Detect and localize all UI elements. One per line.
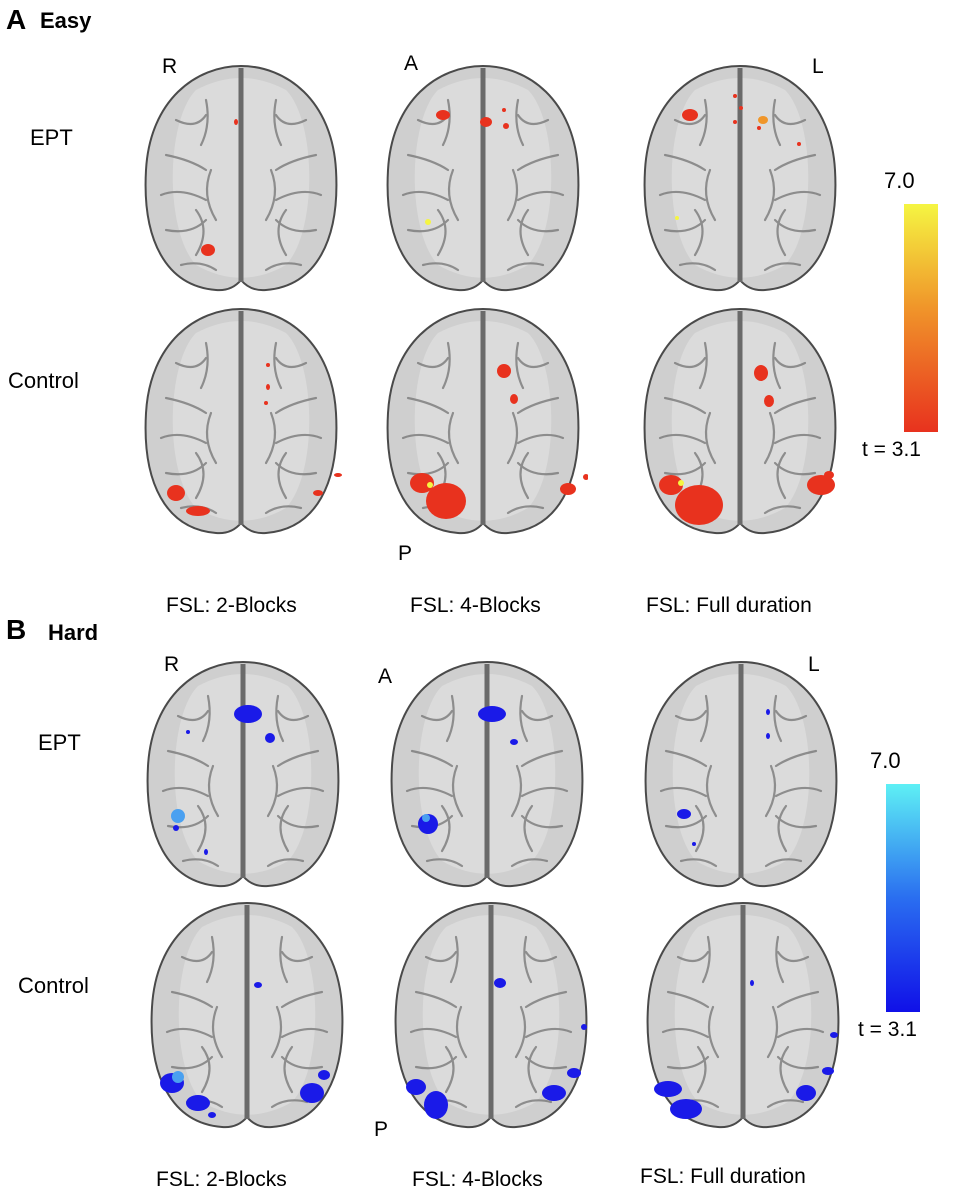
brain-slice-easy-ept-4blocks [378,60,588,295]
brain-slice-hard-control-2blocks [142,897,352,1132]
brain-slice-easy-control-2blocks [136,303,346,538]
orientation-right-b: R [164,653,180,676]
brain-slice-hard-control-full [638,897,848,1132]
colorbar-min-label-a: t = 3.1 [862,438,921,461]
orientation-right-a: R [162,55,178,78]
panel-title-hard: Hard [48,620,99,645]
column-label-2blocks-a: FSL: 2-Blocks [166,594,297,617]
column-label-4blocks-b: FSL: 4-Blocks [412,1168,543,1191]
column-label-4blocks-a: FSL: 4-Blocks [410,594,541,617]
colorbar-hard [886,784,920,1012]
orientation-anterior-a: A [404,52,419,75]
panel-letter-b: B [6,614,27,645]
colorbar-min-label-b: t = 3.1 [858,1018,917,1041]
orientation-left-a: L [812,55,824,78]
row-label-ept-b: EPT [38,730,81,755]
row-label-control-b: Control [18,973,89,998]
brain-slice-easy-ept-full [635,60,845,295]
panel-letter-a: A [6,4,27,35]
orientation-posterior-a: P [398,542,413,565]
colorbar-max-label-b: 7.0 [870,748,901,773]
orientation-posterior-b: P [374,1118,389,1141]
panel-title-easy: Easy [40,8,92,33]
brain-slice-easy-control-4blocks [378,303,589,538]
column-label-2blocks-b: FSL: 2-Blocks [156,1168,287,1191]
colorbar-max-label-a: 7.0 [884,168,915,193]
row-label-ept-a: EPT [30,125,73,150]
colorbar-easy [904,204,938,432]
brain-slice-hard-ept-2blocks [138,656,348,891]
brain-slice-hard-ept-4blocks [382,656,592,891]
column-label-full-b: FSL: Full duration [640,1165,806,1188]
brain-slice-hard-ept-full [636,656,846,891]
row-label-control-a: Control [8,368,79,393]
orientation-anterior-b: A [378,665,393,688]
brain-slice-easy-control-full [635,303,845,538]
orientation-left-b: L [808,653,820,676]
brain-slice-hard-control-4blocks [386,897,596,1132]
column-label-full-a: FSL: Full duration [646,594,812,617]
brain-slice-easy-ept-2blocks [136,60,346,295]
